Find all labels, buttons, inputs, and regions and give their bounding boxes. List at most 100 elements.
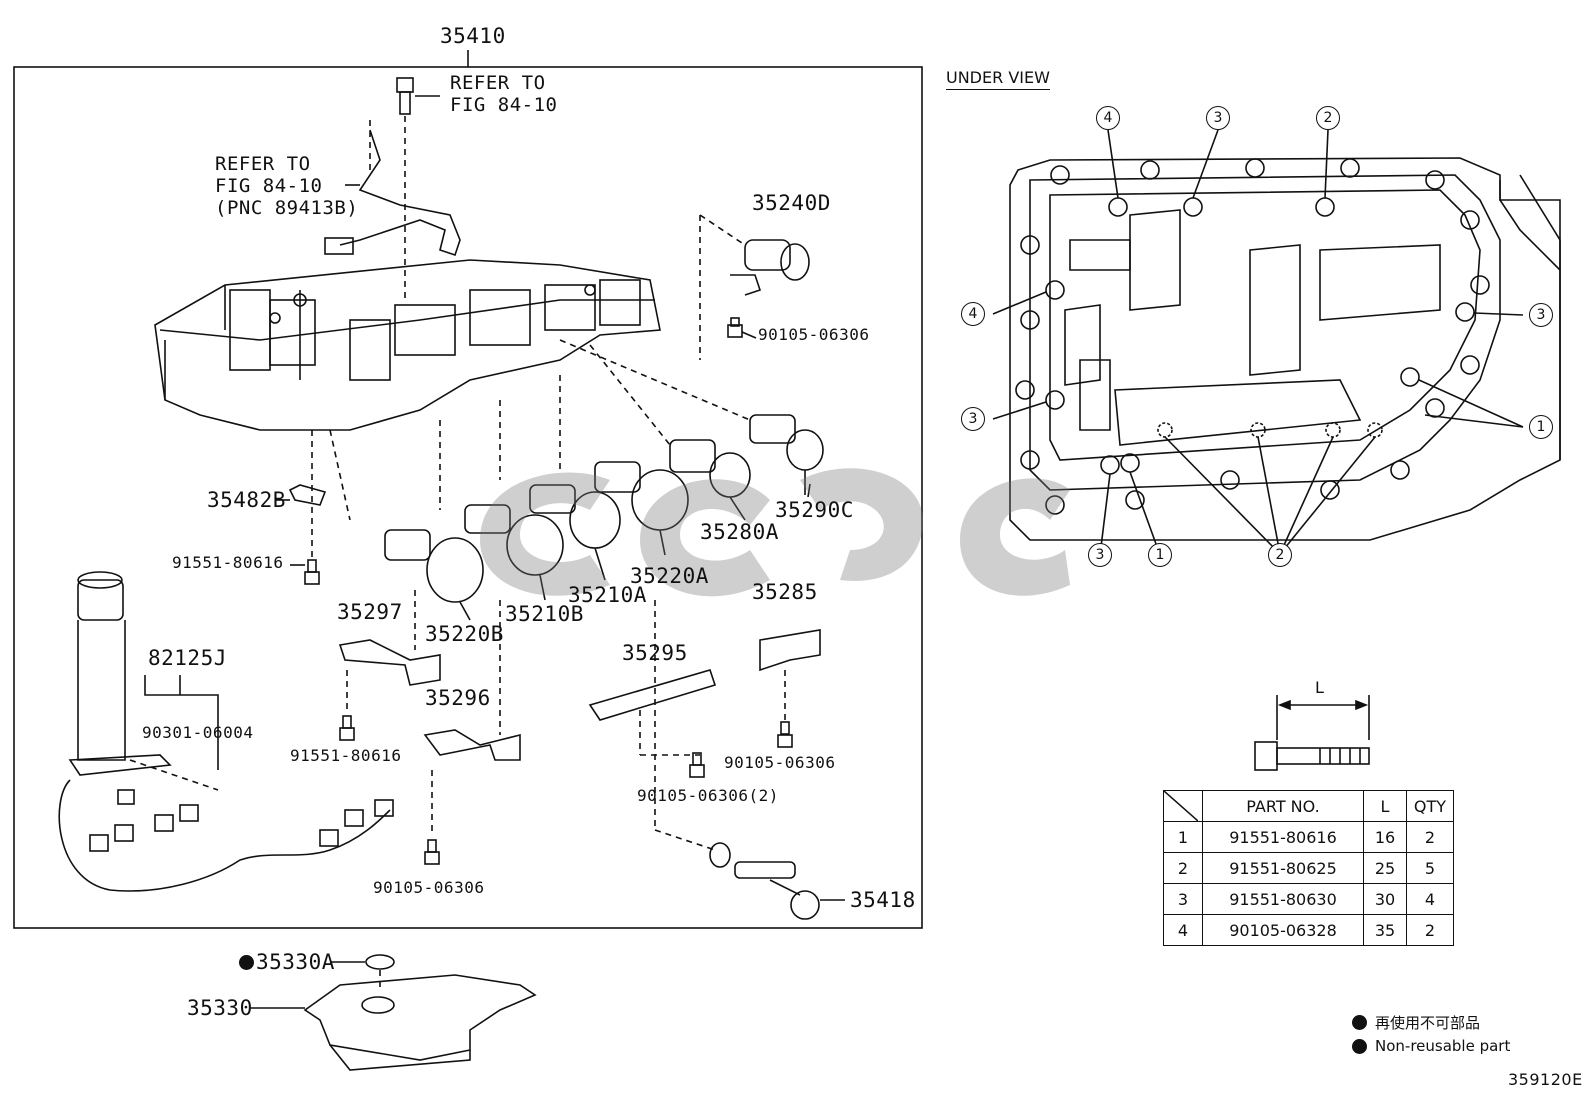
bolt-top: [396, 77, 414, 115]
legend-japanese: 再使用不可部品: [1352, 1012, 1480, 1033]
label-35240D: 35240D: [752, 191, 831, 215]
bolt-91551-b: [339, 715, 355, 741]
label-35285: 35285: [752, 580, 818, 604]
table-corner-cell: [1163, 790, 1203, 822]
bolt-90105-d: [424, 839, 440, 865]
bolt-90105-c: [689, 752, 705, 778]
table-row: 2 91551-80625 25 5: [1163, 852, 1454, 884]
solenoid-35290C: [749, 414, 824, 495]
label-82125J: 82125J: [148, 646, 227, 670]
label-91551-b: 91551-80616: [290, 746, 402, 765]
bracket-35296: [423, 729, 521, 761]
solenoid-35220B: [384, 529, 484, 603]
table-row: 1 91551-80616 16 2: [1163, 821, 1454, 853]
label-90105-a: 90105-06306: [758, 325, 870, 344]
valve-body: [154, 259, 661, 431]
assembly-number-label: 35410: [440, 24, 506, 48]
bolt-dimension-figure: [1254, 695, 1370, 771]
non-reusable-dot: [239, 955, 254, 970]
row-part: 90105-06328: [1202, 914, 1364, 946]
row-l: 35: [1363, 914, 1407, 946]
callout-3-bottom: 3: [1088, 543, 1112, 567]
callout-4-left: 4: [961, 302, 985, 326]
label-35296: 35296: [425, 686, 491, 710]
table-header-row: PART NO. L QTY: [1163, 790, 1454, 822]
wire-harness: [58, 779, 391, 892]
label-35220A: 35220A: [630, 564, 709, 588]
callout-2-top: 2: [1316, 106, 1340, 130]
label-35418: 35418: [850, 888, 916, 912]
bolt-91551-a: [304, 559, 320, 585]
refer-left-line3: (PNC 89413B): [215, 197, 359, 219]
label-35290C: 35290C: [775, 498, 854, 522]
row-num: 3: [1163, 883, 1203, 915]
row-qty: 4: [1406, 883, 1454, 915]
valve-35418: [709, 842, 820, 920]
figure-code: 359120E: [1508, 1070, 1583, 1089]
row-l: 30: [1363, 883, 1407, 915]
row-l: 25: [1363, 852, 1407, 884]
row-num: 2: [1163, 852, 1203, 884]
o-ring-35330A: [365, 954, 395, 970]
callout-2-bottom: 2: [1268, 543, 1292, 567]
refer-left-line1: REFER TO: [215, 153, 311, 175]
label-90105-b: 90105-06306: [724, 753, 836, 772]
bolt-90105-b: [777, 721, 793, 748]
callout-3-left: 3: [961, 407, 985, 431]
legend-english-text: Non-reusable part: [1375, 1037, 1511, 1055]
table-row: 4 90105-06328 35 2: [1163, 914, 1454, 946]
row-l: 16: [1363, 821, 1407, 853]
refer-top-line2: FIG 84-10: [450, 94, 558, 116]
label-35330A: 35330A: [256, 950, 335, 974]
bracket-35285: [759, 629, 821, 672]
watermark-logo: [480, 468, 1070, 597]
plate-35482B: [288, 484, 327, 506]
sensor-82125J: [68, 571, 172, 776]
label-35482B: 35482B: [207, 488, 286, 512]
row-part: 91551-80630: [1202, 883, 1364, 915]
row-part: 91551-80625: [1202, 852, 1364, 884]
callout-3-right: 3: [1529, 303, 1553, 327]
label-35210B: 35210B: [505, 602, 584, 626]
legend-dot: [1352, 1038, 1367, 1054]
under-view-title: UNDER VIEW: [946, 68, 1050, 90]
callout-1-bottom: 1: [1148, 543, 1172, 567]
row-qty: 2: [1406, 914, 1454, 946]
label-91551-a: 91551-80616: [172, 553, 284, 572]
harness-connectors: [89, 789, 394, 852]
label-35210A: 35210A: [568, 583, 647, 607]
label-90105-d: 90105-06306: [373, 878, 485, 897]
label-35330: 35330: [187, 996, 253, 1020]
header-part-no: PART NO.: [1202, 790, 1364, 822]
bolt-90105-a: [727, 317, 743, 338]
row-num: 1: [1163, 821, 1203, 853]
under-view-bolts: [1015, 158, 1490, 515]
solenoid-35210B: [464, 504, 564, 576]
callout-3-top: 3: [1206, 106, 1230, 130]
row-qty: 2: [1406, 821, 1454, 853]
bracket-35297: [338, 639, 441, 686]
label-35297: 35297: [337, 600, 403, 624]
refer-top-line1: REFER TO: [450, 72, 546, 94]
label-35295: 35295: [622, 641, 688, 665]
refer-left-line2: FIG 84-10: [215, 175, 323, 197]
table-row: 3 91551-80630 30 4: [1163, 883, 1454, 915]
dimension-L-label: L: [1315, 678, 1325, 697]
row-num: 4: [1163, 914, 1203, 946]
label-35220B: 35220B: [425, 622, 504, 646]
plate-35295: [588, 669, 717, 721]
legend-english: Non-reusable part: [1352, 1037, 1510, 1055]
bracket-top: [324, 129, 461, 257]
label-90301: 90301-06004: [142, 723, 254, 742]
label-90105-c: 90105-06306(2): [637, 786, 779, 805]
callout-4-top: 4: [1096, 106, 1120, 130]
legend-dot: [1352, 1015, 1367, 1030]
row-part: 91551-80616: [1202, 821, 1364, 853]
header-l: L: [1363, 790, 1407, 822]
header-qty: QTY: [1406, 790, 1454, 822]
legend-japanese-text: 再使用不可部品: [1375, 1014, 1481, 1032]
oil-strainer-35330: [303, 974, 537, 1071]
bolt-parts-table: PART NO. L QTY 1 91551-80616 16 2 2 9155…: [1163, 790, 1454, 946]
callout-1-right: 1: [1529, 415, 1553, 439]
